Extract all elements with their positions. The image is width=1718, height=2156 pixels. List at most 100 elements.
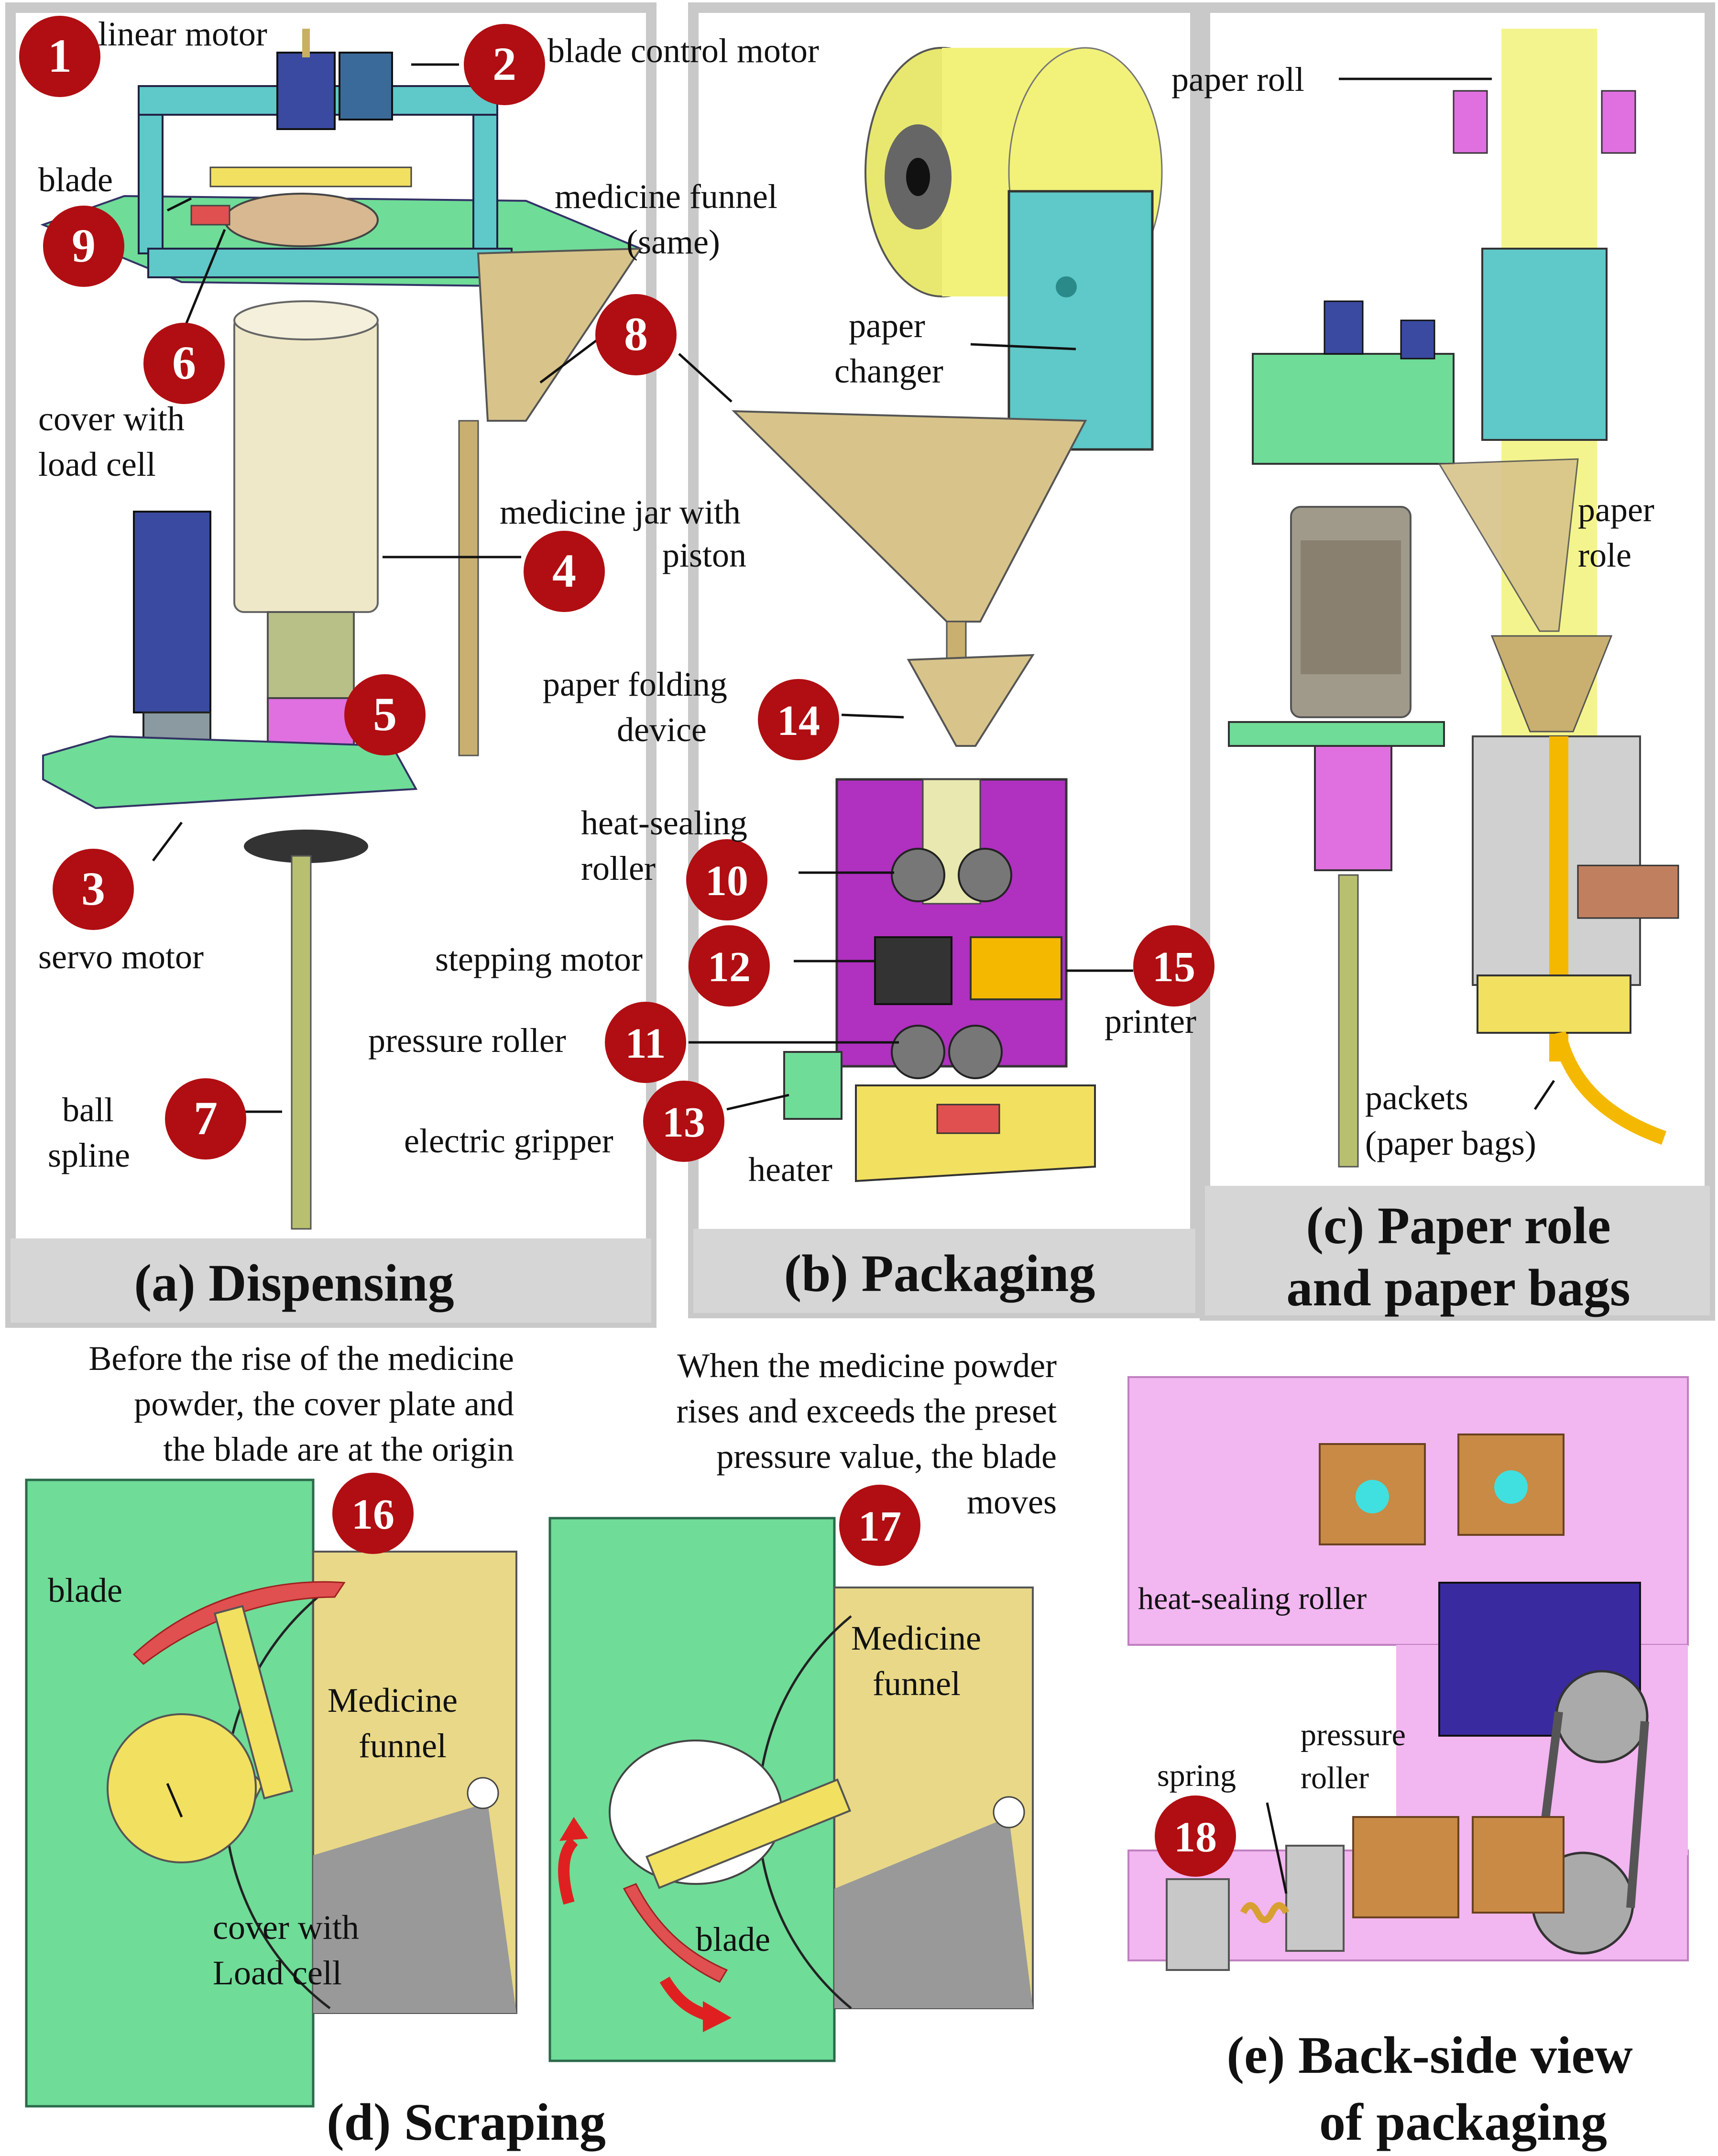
b-printer [970, 936, 1062, 1000]
b-stepping-motor [874, 936, 952, 1005]
svg-text:10: 10 [705, 857, 748, 905]
badge-15: 15 [1133, 925, 1215, 1007]
svg-text:12: 12 [708, 943, 751, 991]
b-pressure-roller-right [948, 1025, 1003, 1079]
label-medicine-jar-2: piston [662, 536, 746, 574]
svg-text:7: 7 [194, 1092, 218, 1145]
panel-b [688, 2, 1201, 1318]
e-pressure-roller-left [1352, 1816, 1459, 1918]
c-packets-strip [1552, 1031, 1667, 1145]
arrow-9 [166, 197, 192, 212]
e-label-heat-sealing: heat-sealing roller [1138, 1581, 1367, 1616]
badge-12: 12 [689, 925, 770, 1007]
b-changer-knob [1056, 276, 1077, 297]
caption-c-1: (c) Paper role [1306, 1196, 1610, 1255]
badge-10: 10 [686, 839, 767, 920]
panel-a-caption-band [11, 1238, 651, 1323]
panel-a [5, 2, 657, 1328]
d-label-funnel2-2: funnel [873, 1664, 961, 1703]
svg-text:8: 8 [624, 307, 648, 361]
d-left-cover-disk [107, 1713, 257, 1863]
c-base-plate [1228, 721, 1445, 747]
label-ball-spline-2: spline [48, 1136, 130, 1174]
label-blade-control-motor: blade control motor [547, 32, 819, 70]
e-label-pressure-2: roller [1301, 1761, 1369, 1795]
b-gripper-jaw [936, 1104, 1000, 1134]
b-heat-roller-left [891, 848, 945, 902]
c-motor-1 [1324, 300, 1364, 355]
panel-d-right [548, 1517, 1034, 2062]
badge-7: 7 [165, 1078, 246, 1160]
c-folding-device [1490, 635, 1613, 733]
badge-16: 16 [332, 1473, 414, 1554]
a-frame-leg-right [472, 114, 498, 259]
panel-d-left [25, 1478, 517, 2108]
a-frame-bottom [147, 248, 513, 278]
badge-18: 18 [1155, 1795, 1236, 1877]
label-ball-spline-1: ball [62, 1091, 114, 1129]
c-roll-hub-left [1453, 90, 1488, 154]
c-coupler [1314, 745, 1392, 871]
panel-e-drawing [1127, 1376, 1689, 1971]
caption-e-2: of packaging [1319, 2093, 1607, 2151]
d-note2-3: pressure value, the blade [716, 1437, 1057, 1476]
b-funnel-stem [946, 621, 967, 661]
badge-2: 2 [464, 24, 545, 105]
b-pressure-roller-left [891, 1025, 945, 1079]
svg-text:17: 17 [858, 1503, 901, 1550]
caption-c-2: and paper bags [1286, 1259, 1630, 1317]
badge-11: 11 [605, 1002, 686, 1083]
d-right-hole [993, 1796, 1025, 1828]
panel-c-drawing [1228, 29, 1679, 1168]
panel-c [1200, 2, 1715, 1321]
svg-text:14: 14 [777, 697, 820, 744]
svg-text:1: 1 [48, 29, 72, 82]
a-linear-motor [276, 52, 336, 130]
badge-9: 9 [43, 206, 124, 287]
label-packets-2: (paper bags) [1365, 1124, 1536, 1162]
d-right-blade-arm [645, 1778, 852, 1889]
e-bracket-right [1285, 1845, 1345, 1952]
svg-text:4: 4 [552, 544, 576, 597]
d-arrow-up [558, 1837, 578, 1905]
label-packets-1: packets [1365, 1079, 1468, 1117]
arrow-spring [1266, 1802, 1288, 1894]
e-panel-notch [1128, 1650, 1396, 1736]
c-paper-changer [1481, 248, 1608, 441]
label-paper-roll: paper roll [1171, 60, 1304, 98]
a-funnel-stem [458, 420, 479, 756]
a-frame-leg-left [138, 114, 164, 254]
svg-text:16: 16 [351, 1491, 394, 1538]
label-pressure-roller: pressure roller [368, 1021, 566, 1060]
d-note-1: Before the rise of the medicine [88, 1339, 514, 1378]
label-paper-folding-2: device [617, 711, 707, 749]
a-jar-piston [267, 611, 355, 699]
badge-13: 13 [643, 1081, 724, 1162]
label-blade: blade [38, 161, 113, 199]
e-roller-hub-right [1494, 1470, 1528, 1504]
label-stepping-motor: stepping motor [435, 940, 643, 978]
d-right-funnel-shade [834, 1817, 1033, 2008]
c-jar-powder [1301, 540, 1401, 674]
badge-8: 8 [595, 294, 677, 375]
caption-e-1: (e) Back-side view [1226, 2026, 1632, 2084]
a-servo-body [133, 511, 211, 713]
badge-1: 1 [19, 16, 100, 97]
panel-captions: (a) Dispensing (b) Packaging (c) Paper r… [134, 1196, 1632, 2151]
e-label-pressure-1: pressure [1301, 1718, 1406, 1752]
badge-5: 5 [344, 674, 426, 755]
arrow-packets [1533, 1080, 1555, 1110]
d-note2-1: When the medicine powder [677, 1346, 1057, 1385]
a-ball-spline [291, 855, 312, 1230]
svg-text:5: 5 [373, 688, 397, 741]
label-paper-folding-1: paper folding [543, 665, 727, 703]
b-roll-axle [906, 158, 930, 196]
e-roller-hub-left [1356, 1480, 1389, 1513]
b-folding-device [907, 654, 1035, 747]
svg-text:15: 15 [1152, 943, 1195, 991]
label-linear-motor: linear motor [98, 15, 267, 53]
d-label-cover-2: Load cell [213, 1954, 342, 1992]
a-blade-motor [339, 52, 393, 120]
